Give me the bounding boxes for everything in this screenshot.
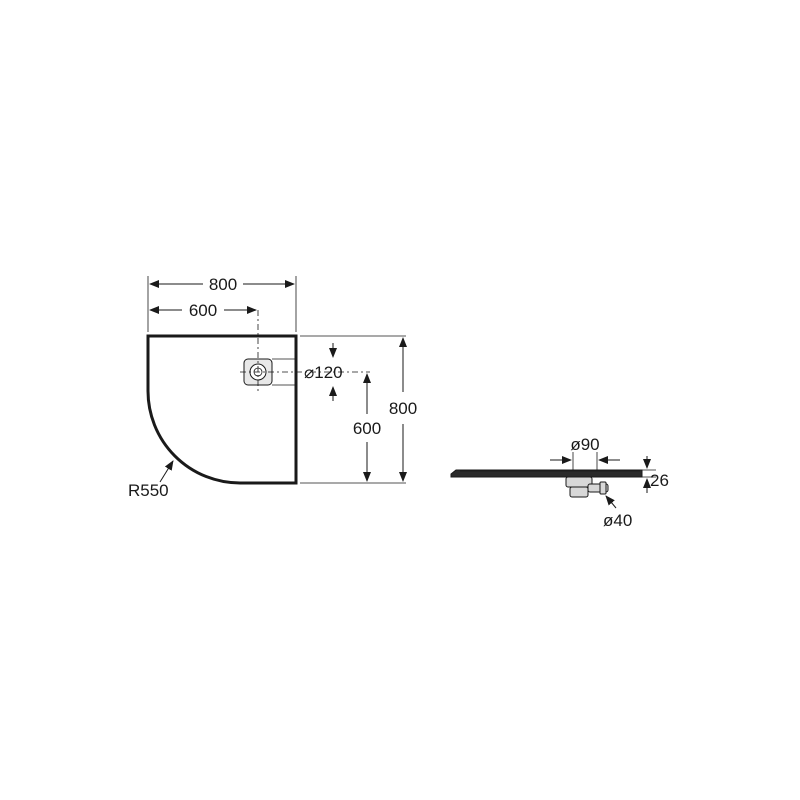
- dim-label-depth: 800: [389, 399, 417, 418]
- dim-label-width: 800: [209, 275, 237, 294]
- dim-label-drain-diameter: ø90: [570, 435, 599, 454]
- dim-label-outlet-diameter: ø40: [603, 511, 632, 530]
- dim-label-drain-offset-y: 600: [353, 419, 381, 438]
- dim-label-height: 26: [650, 471, 669, 490]
- side-view: ø90 26 ø40: [450, 435, 669, 530]
- outlet-leader: [605, 495, 617, 509]
- dim-label-radius: R550: [128, 481, 169, 500]
- dim-label-drain-offset-x: 600: [189, 301, 217, 320]
- radius-leader: [159, 460, 174, 483]
- tray-slab-profile: [450, 469, 643, 478]
- plan-view: 800 600 800 600 ⌀120 R550: [128, 275, 417, 500]
- tray-outline: [146, 334, 298, 485]
- dim-label-drain-size: ⌀120: [304, 363, 343, 382]
- drain-trap: [565, 476, 609, 498]
